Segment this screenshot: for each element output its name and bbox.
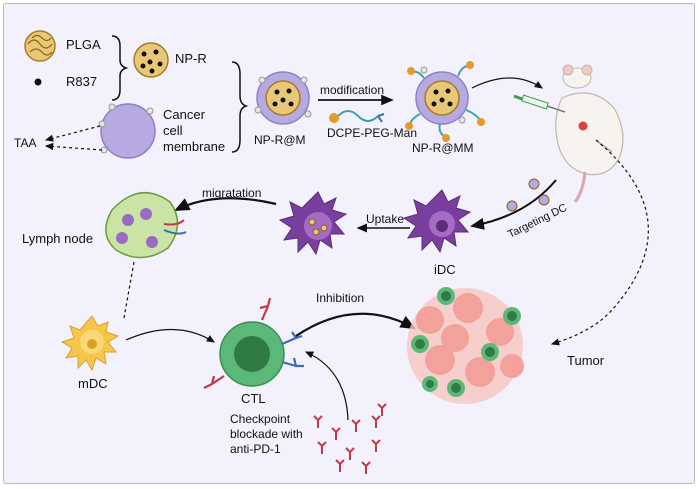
uptake-label: Uptake xyxy=(366,212,405,226)
anti-pd1-antibodies xyxy=(313,403,387,474)
injection-arrow xyxy=(471,77,543,89)
taa-label: TAA xyxy=(14,136,37,150)
combine-brace xyxy=(111,35,129,101)
r837-label: R837 xyxy=(66,74,98,89)
np-r-mm-particle-icon xyxy=(405,61,485,142)
np-r-particle-icon xyxy=(133,42,169,78)
lymph-node-icon xyxy=(105,191,187,259)
checkpoint-label-2: blockade with xyxy=(230,427,303,441)
checkpoint-label-3: anti-PD-1 xyxy=(230,442,281,456)
mouse-icon xyxy=(555,64,624,203)
circulating-nanoparticles xyxy=(506,178,550,212)
tumor-label: Tumor xyxy=(567,353,605,368)
tumor-link-arrow xyxy=(550,139,649,346)
np-r-m-particle-icon xyxy=(254,71,312,125)
mdc-to-ctl-arrow xyxy=(125,328,216,343)
cancer-cell-membrane-label-2: cell xyxy=(163,123,183,138)
coating-brace xyxy=(231,61,249,153)
inhibition-label: Inhibition xyxy=(316,291,365,305)
inhibition-arrow xyxy=(295,312,416,337)
modification-label: modification xyxy=(320,83,385,97)
idc-label: iDC xyxy=(434,262,456,277)
ctl-label: CTL xyxy=(241,391,266,406)
checkpoint-arrow xyxy=(304,351,349,421)
dcpe-peg-man-icon xyxy=(329,110,385,123)
cancer-cell-membrane-icon xyxy=(98,103,156,159)
migration-label: migratation xyxy=(202,186,262,200)
targeting-dc-arrow xyxy=(470,179,557,230)
idc-cell-icon xyxy=(402,189,472,254)
plga-particle-icon xyxy=(24,30,56,62)
lymph-node-label: Lymph node xyxy=(22,231,94,246)
checkpoint-label-1: Checkpoint xyxy=(230,412,291,426)
ctl-antibodies xyxy=(203,297,304,389)
plga-label: PLGA xyxy=(66,37,101,52)
np-r-m-label: NP-R@M xyxy=(254,133,306,147)
np-r-mm-label: NP-R@MM xyxy=(412,141,474,155)
dc-with-particles-icon xyxy=(278,191,348,256)
mdc-label: mDC xyxy=(78,376,108,391)
taa-arrow-1 xyxy=(44,125,101,142)
ctl-cell-icon xyxy=(219,321,285,387)
mdc-cell-icon xyxy=(60,315,120,372)
migration-arrow xyxy=(174,197,277,211)
tumor-mass-icon xyxy=(407,287,524,404)
taa-arrow-2 xyxy=(44,142,103,151)
dcpe-peg-man-label: DCPE-PEG-Man xyxy=(327,126,418,140)
np-r-label: NP-R xyxy=(175,51,207,66)
cancer-cell-membrane-label-1: Cancer xyxy=(163,107,205,122)
r837-dot-icon xyxy=(34,78,42,86)
lymph-to-mdc-link xyxy=(123,261,135,319)
syringe-icon xyxy=(513,94,566,113)
cancer-cell-membrane-label-3: membrane xyxy=(163,139,226,154)
